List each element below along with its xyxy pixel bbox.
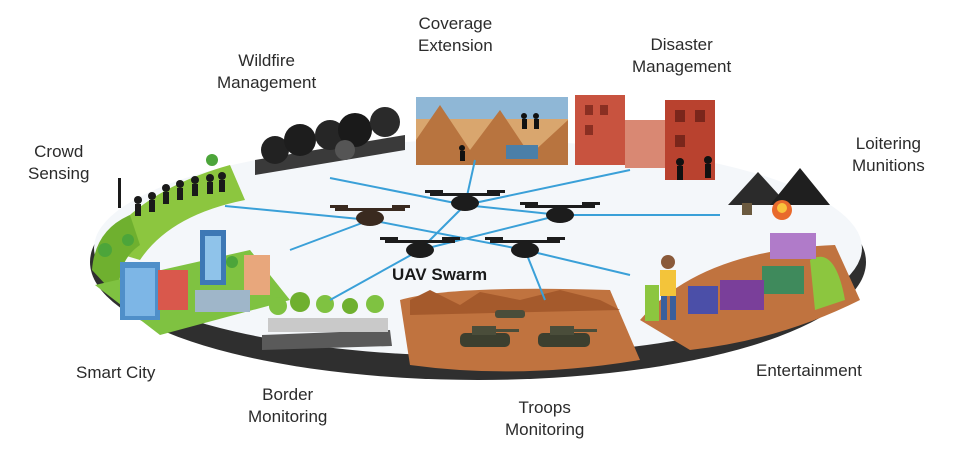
- wildfire-scene: [255, 107, 405, 175]
- label-wildfire-management: Wildfire Management: [217, 51, 317, 92]
- label-crowd-sensing: Crowd Sensing: [28, 142, 90, 183]
- disaster-management-scene: [575, 95, 715, 180]
- link-lines: [224, 159, 720, 301]
- label-loitering-munitions: Loitering Munitions: [852, 134, 925, 175]
- uav-swarm-label: UAV Swarm: [392, 265, 488, 284]
- loitering-munitions-scene: [728, 168, 830, 220]
- label-troops-monitoring: Troops Monitoring: [505, 398, 585, 439]
- border-monitoring-scene: [262, 292, 392, 350]
- drone: [485, 237, 565, 258]
- label-entertainment: Entertainment: [756, 361, 862, 380]
- label-border-monitoring: Border Monitoring: [248, 385, 328, 426]
- drone: [330, 205, 410, 226]
- smart-city-scene: [95, 230, 290, 335]
- crowd-sensing-scene: [118, 154, 226, 216]
- label-smart-city: Smart City: [76, 363, 156, 382]
- label-coverage-extension: Coverage Extension: [418, 14, 493, 55]
- drone: [520, 202, 600, 223]
- troops-monitoring-scene: [400, 288, 640, 372]
- coverage-extension-scene: [416, 97, 568, 165]
- drone: [425, 190, 505, 211]
- label-disaster-management: Disaster Management: [632, 35, 732, 76]
- drone: [380, 237, 460, 258]
- entertainment-scene: [640, 233, 860, 350]
